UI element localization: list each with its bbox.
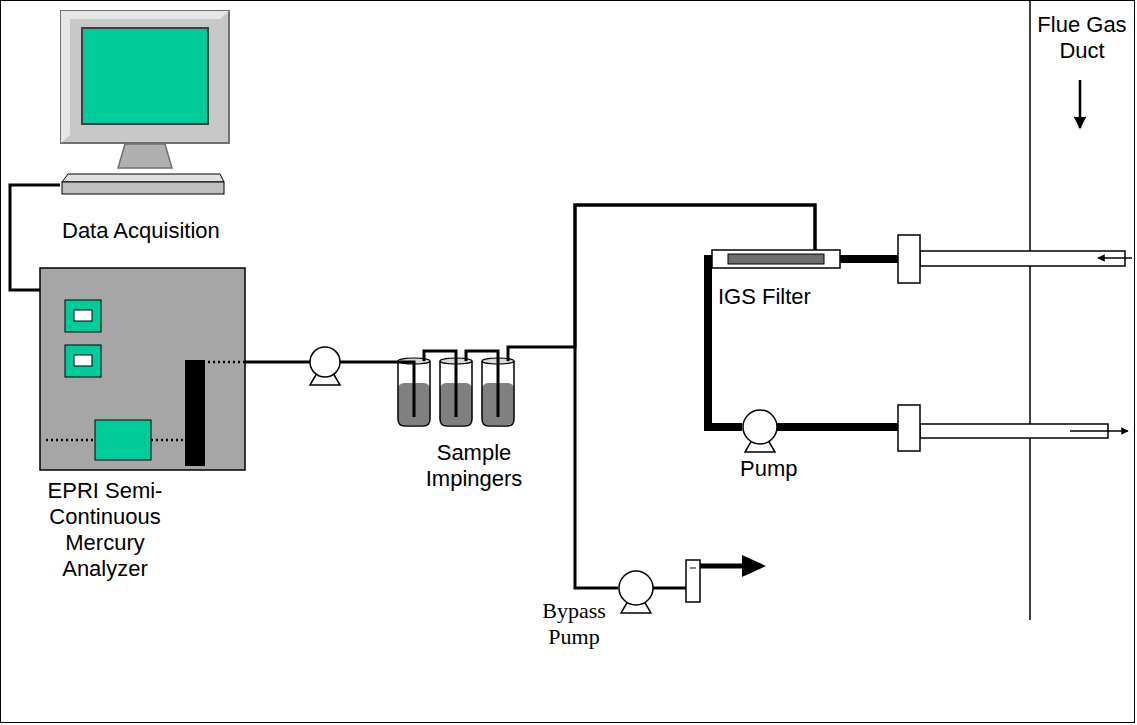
node-label: Sample Impingers bbox=[418, 440, 530, 492]
probe-flange bbox=[898, 235, 920, 283]
pump-node: Pump bbox=[742, 409, 778, 453]
rotameter-mark bbox=[690, 568, 696, 569]
thick-line bbox=[838, 255, 898, 263]
analyzer-housing bbox=[40, 268, 245, 470]
pipe-line bbox=[653, 587, 686, 590]
keyboard bbox=[62, 182, 224, 194]
impinger-tube bbox=[466, 351, 498, 417]
keyboard-top bbox=[62, 174, 224, 182]
computer-outline bbox=[60, 10, 230, 196]
display-panel bbox=[65, 300, 101, 332]
pump-node: Bypass Pump bbox=[618, 570, 654, 614]
node-label: Data Acquisition bbox=[62, 218, 282, 244]
internal-line bbox=[46, 440, 195, 466]
analyzer-node: EPRI Semi- Continuous Mercury Analyzer bbox=[40, 268, 245, 470]
gold-trap-column bbox=[185, 360, 205, 466]
node-label: EPRI Semi- Continuous Mercury Analyzer bbox=[35, 478, 175, 582]
pump-body bbox=[619, 571, 653, 605]
impingers-outline bbox=[393, 345, 533, 427]
impinger-tube bbox=[424, 351, 456, 417]
node-label: Pump bbox=[740, 456, 810, 482]
flow-arrow bbox=[1079, 80, 1082, 128]
probe-tube bbox=[920, 251, 1125, 266]
analyzer-outline bbox=[40, 268, 245, 470]
sample-pump bbox=[310, 347, 340, 377]
internal-line bbox=[195, 360, 245, 362]
impingers-node: Sample Impingers bbox=[393, 345, 533, 427]
monitor-screen bbox=[82, 28, 208, 124]
computer-node: Data Acquisition bbox=[60, 10, 230, 196]
filter-housing bbox=[712, 250, 840, 268]
thick-line bbox=[776, 423, 898, 431]
display-window bbox=[74, 310, 92, 321]
pump-outline bbox=[742, 409, 778, 453]
filter-node: IGS Filter bbox=[712, 250, 840, 268]
monitor-stand bbox=[118, 144, 172, 168]
flow-arrow bbox=[1070, 430, 1128, 432]
duct-label: Flue Gas Duct bbox=[1034, 12, 1130, 64]
flow-arrow bbox=[1098, 257, 1132, 259]
impinger-tube bbox=[508, 347, 533, 361]
node-label: Bypass Pump bbox=[533, 598, 615, 650]
impinger-tube bbox=[393, 362, 414, 417]
duct-wall bbox=[1029, 0, 1031, 620]
rotameter bbox=[686, 560, 700, 602]
vent-line bbox=[700, 564, 745, 569]
node-label: IGS Filter bbox=[718, 284, 848, 310]
monitor-bezel bbox=[61, 11, 229, 143]
display-panel bbox=[65, 345, 101, 377]
probe-flange bbox=[898, 405, 920, 451]
pump-outline bbox=[618, 570, 654, 614]
detector-cell bbox=[95, 420, 151, 460]
filter-element bbox=[728, 254, 824, 264]
filter-outline bbox=[712, 250, 840, 268]
pump-body bbox=[743, 410, 777, 444]
vent-arrowhead bbox=[742, 555, 766, 577]
monitor-bevel bbox=[61, 11, 229, 143]
display-window bbox=[74, 355, 92, 366]
